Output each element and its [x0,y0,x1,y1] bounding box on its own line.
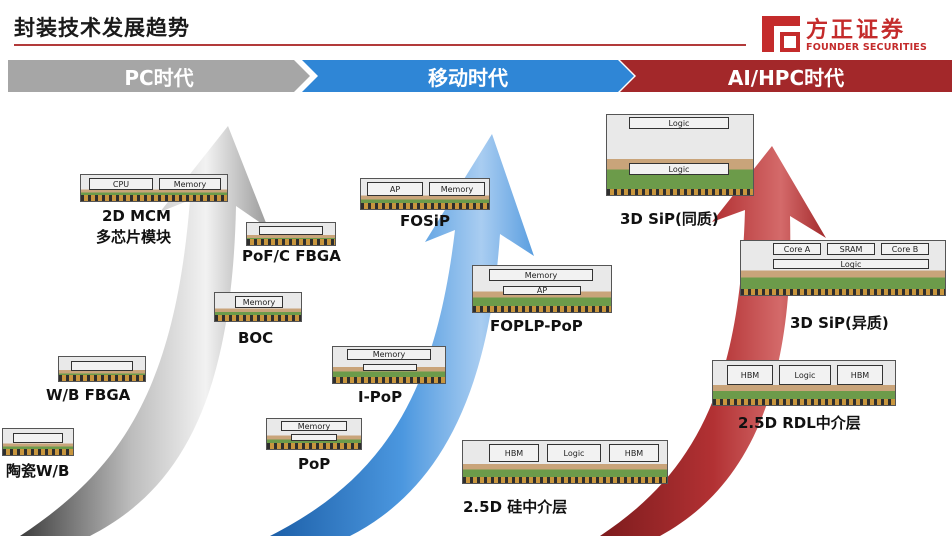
fosip-package: AP Memory [360,178,490,210]
logo-english-name: FOUNDER SECURITIES [806,42,928,53]
foplp-pop-memory-die: Memory [489,269,593,281]
wb-fbga-package [58,356,146,382]
label-2-5d-silicon-interposer: 2.5D 硅中介层 [463,498,568,516]
pop-package: Memory [266,418,362,450]
label-boc: BOC [238,329,274,347]
3d-sip-hetero-sram-die: SRAM [827,243,875,255]
3d-sip-homo-logic-top-die: Logic [629,117,729,129]
si-interposer-logic-die: Logic [547,444,601,462]
logo-chinese-name: 方正证券 [806,18,907,43]
founder-logo [762,16,800,52]
page-title: 封装技术发展趋势 [14,16,190,40]
boc-package: Memory [214,292,302,322]
rdl-interposer-hbm-die-1: HBM [727,365,773,385]
pop-ap-die [291,434,337,441]
era-pc: PC时代 [8,60,310,92]
mobile-arrow-icon [270,134,534,536]
3d-sip-homo-logic-bottom-die: Logic [629,163,729,175]
label-wb-fbga: W/B FBGA [46,386,131,404]
label-pofc-fbga: PoF/C FBGA [242,247,341,265]
pofc-fbga-die [259,226,323,235]
label-pop: PoP [298,455,331,473]
2d-mcm-memory-die: Memory [159,178,221,190]
3d-sip-heterogeneous-package: Core A SRAM Core B Logic [740,240,946,296]
label-3d-sip-heterogeneous: 3D SiP(异质) [790,314,889,332]
fosip-ap-die: AP [367,182,423,196]
label-fosip: FOSiP [400,212,450,230]
3d-sip-hetero-core-a-die: Core A [773,243,821,255]
title-divider [14,44,746,46]
2d-mcm-package: CPU Memory [80,174,228,202]
2d-mcm-cpu-die: CPU [89,178,153,190]
3d-sip-homogeneous-package: Logic Logic [606,114,754,196]
foplp-pop-ap-die: AP [503,286,581,295]
rdl-interposer-hbm-die-2: HBM [837,365,883,385]
2-5d-rdl-interposer-package: HBM Logic HBM [712,360,896,406]
i-pop-package: Memory [332,346,446,384]
foplp-pop-package: Memory AP [472,265,612,313]
label-2d-mcm: 2D MCM [102,207,171,225]
3d-sip-hetero-logic-die: Logic [773,259,929,269]
rdl-interposer-logic-die: Logic [779,365,831,385]
era-mobile: 移动时代 [302,60,634,92]
i-pop-memory-die: Memory [347,349,431,360]
3d-sip-hetero-core-b-die: Core B [881,243,929,255]
i-pop-ap-die [363,364,417,371]
founder-logo-mark-icon [762,16,800,52]
ceramic-wb-package [2,428,74,456]
label-foplp-pop: FOPLP-PoP [490,317,583,335]
fosip-memory-die: Memory [429,182,485,196]
pop-memory-die: Memory [281,421,347,431]
era-ai-hpc: AI/HPC时代 [620,60,952,92]
si-interposer-hbm-die-1: HBM [489,444,539,462]
label-i-pop: I-PoP [358,388,403,406]
label-3d-sip-homogeneous: 3D SiP(同质) [620,210,719,228]
pc-arrow-icon [20,126,268,536]
pofc-fbga-package [246,222,336,246]
wb-fbga-die [71,361,133,371]
si-interposer-hbm-die-2: HBM [609,444,659,462]
label-multi-chip-module: 多芯片模块 [96,228,172,246]
ceramic-wb-die [13,433,63,443]
2-5d-silicon-interposer-package: HBM Logic HBM [462,440,668,484]
boc-memory-die: Memory [235,296,283,308]
label-2-5d-rdl-interposer: 2.5D RDL中介层 [738,414,861,432]
label-ceramic-wb: 陶瓷W/B [6,462,70,480]
